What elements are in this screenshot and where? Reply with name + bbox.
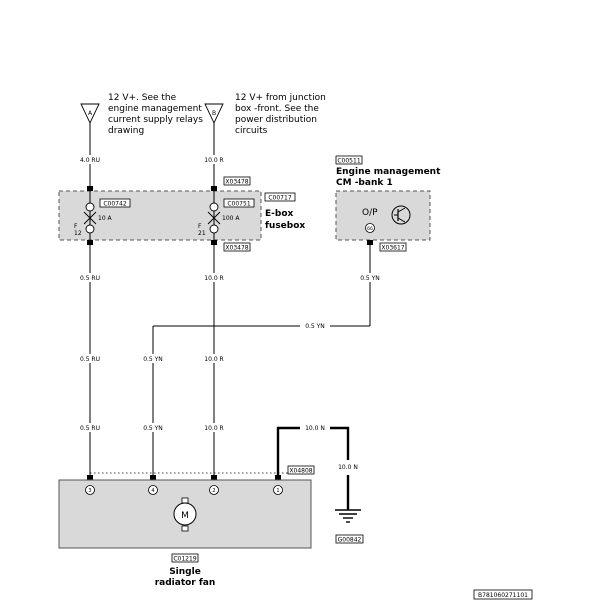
source-a-desc-line4: drawing [108, 126, 144, 136]
connector-x03478-top-label: X03478 [225, 179, 248, 186]
connector-x03478-bottom-ref [223, 242, 251, 252]
source-b-letter: B [212, 110, 216, 117]
source-b-desc-line1: 12 V+ from junction [235, 93, 326, 103]
wire-label-b-2: 10.0 R [204, 356, 223, 363]
figure-id: B781060271101 [478, 592, 528, 599]
ground-icon [335, 509, 361, 523]
ecm-connector-pin [367, 240, 373, 245]
source-a-letter: A [88, 110, 93, 117]
source-b-desc-line2: box -front. See the [235, 104, 319, 114]
fan-pin-3: 2 [212, 488, 215, 494]
fusebox-pins [87, 186, 217, 245]
wire-label-yn-2: 0.5 YN [143, 356, 163, 363]
motor-icon [173, 497, 197, 532]
wire-label-a-1: 0.5 RU [80, 275, 100, 282]
fan-pin-1: 3 [88, 488, 91, 494]
connector-x04808-label: X04808 [289, 468, 312, 475]
fuse-1-ref: C00742 [103, 201, 126, 208]
wire-label-a-top: 4.0 RU [80, 157, 100, 164]
fan-name-line2: radiator fan [155, 578, 216, 588]
fusebox-ref-box [264, 192, 296, 202]
motor-label: M [181, 511, 189, 521]
wire-label-bus: 0.5 YN [305, 323, 325, 330]
ecm-pin-circle [365, 223, 375, 233]
ground-wire [276, 426, 350, 510]
wire-label-ground-v: 10.0 N [338, 464, 358, 471]
connector-x03478-top-ref [223, 176, 251, 186]
ecm-op-label: O/P [362, 208, 378, 218]
fuse-2-number: 21 [198, 230, 206, 237]
ecm-name-line1: Engine management [336, 167, 441, 177]
fuse-1-f: F [74, 223, 78, 230]
fan-pin-circles [85, 485, 283, 495]
source-a-desc-line3: current supply relays [108, 115, 203, 125]
connector-x03617-ref [379, 242, 407, 252]
fusebox-name-line1: E-box [265, 209, 294, 219]
wire-label-b-1: 10.0 R [204, 275, 223, 282]
ground-ref: G00842 [338, 537, 362, 544]
wire-label-ground-h: 10.0 N [305, 425, 325, 432]
fuse-2-f: F [198, 223, 202, 230]
fuse-1-number: 12 [74, 230, 82, 237]
ecm-body [335, 190, 431, 241]
source-a-desc-line1: 12 V+. See the [108, 93, 177, 103]
fuse-1-ref-box [99, 198, 131, 208]
connector-x03478-bottom-label: X03478 [225, 245, 248, 252]
fan-pin-2: 4 [151, 488, 154, 494]
wire-label-ecm: 0.5 YN [360, 275, 380, 282]
fuse-1-rating: 10 A [98, 215, 113, 222]
source-b-desc-line4: circuits [235, 126, 268, 136]
fan-ref: C01219 [173, 556, 196, 563]
figure-id-box [473, 589, 533, 600]
ecm-ref-box [335, 155, 363, 165]
fusebox-ref: C00717 [268, 195, 291, 202]
ecm-pin-number: 66 [367, 226, 373, 232]
fusebox-name-line2: fusebox [265, 221, 305, 231]
transistor-icon [391, 205, 411, 225]
connector-x03617-label: X03617 [381, 245, 404, 252]
ecm-name-line2: CM -bank 1 [336, 178, 393, 188]
fan-connector-pins [87, 475, 281, 480]
source-a-symbol [80, 103, 100, 125]
connector-x04808-ref [287, 465, 315, 475]
ground-ref-box [335, 534, 364, 544]
ecm-ref: C00511 [337, 158, 360, 165]
wire-label-yn-3: 0.5 YN [143, 425, 163, 432]
fuse-2-rating: 100 A [222, 215, 240, 222]
wires [89, 123, 371, 480]
fuse-1 [83, 191, 97, 240]
wire-label-a-2: 0.5 RU [80, 356, 100, 363]
wire-label-a-3: 0.5 RU [80, 425, 100, 432]
fan-pin-4: 1 [276, 488, 279, 494]
source-b-symbol [204, 103, 224, 125]
fuse-2 [207, 191, 221, 240]
wire-label-b-top: 10.0 R [204, 157, 223, 164]
wire-label-b-3: 10.0 R [204, 425, 223, 432]
fan-ref-box [171, 553, 199, 563]
fuse-2-ref-box [223, 198, 255, 208]
fuse-2-ref: C00751 [227, 201, 250, 208]
source-a-desc-line2: engine management [108, 104, 202, 114]
fan-name-line1: Single [169, 567, 201, 577]
source-b-desc-line3: power distribution [235, 115, 317, 125]
